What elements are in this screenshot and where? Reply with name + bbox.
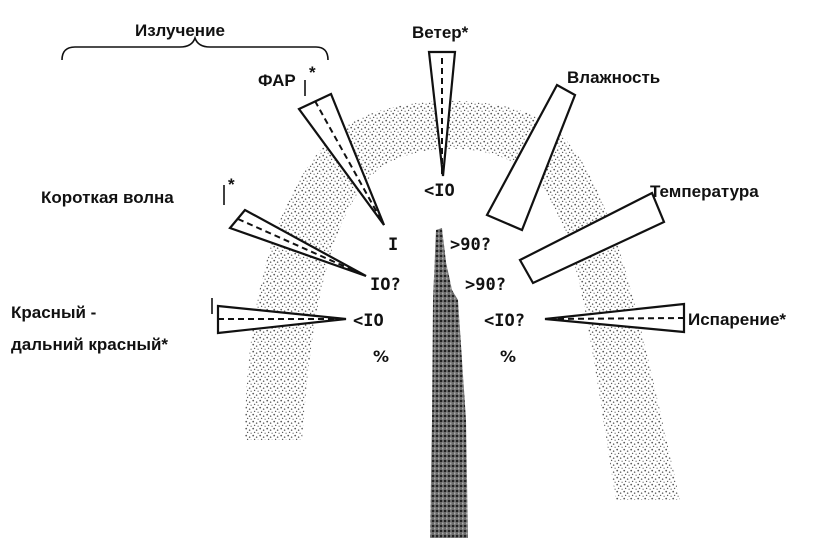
evaporation-label: Испарение* — [688, 310, 786, 329]
par-asterisk: * — [309, 63, 316, 82]
wind-value: <IO — [424, 181, 455, 201]
radiation-brace — [62, 38, 328, 60]
temperature-label: Температура — [650, 182, 759, 201]
wind-label: Ветер* — [412, 23, 469, 42]
evaporation-value: <IO? — [484, 311, 525, 331]
humidity-label: Влажность — [567, 68, 660, 87]
red-far-red-value: <IO — [353, 311, 384, 331]
central-stem — [430, 228, 468, 538]
radiation-label: Излучение — [135, 21, 225, 40]
red-far-red-label-line1: Красный - — [11, 303, 96, 322]
short-wave-value: IO? — [370, 275, 401, 295]
temperature-value: >90? — [465, 275, 506, 295]
red-far-red-label-line2: дальний красный* — [11, 335, 168, 354]
right-percent: % — [500, 347, 516, 366]
humidity-value: >90? — [450, 235, 491, 255]
left-percent: % — [373, 347, 389, 366]
par-value: I — [388, 235, 398, 255]
short-wave-label: Короткая волна — [41, 188, 174, 207]
short-wave-asterisk: * — [228, 175, 235, 194]
par-label: ФАР — [258, 71, 296, 90]
